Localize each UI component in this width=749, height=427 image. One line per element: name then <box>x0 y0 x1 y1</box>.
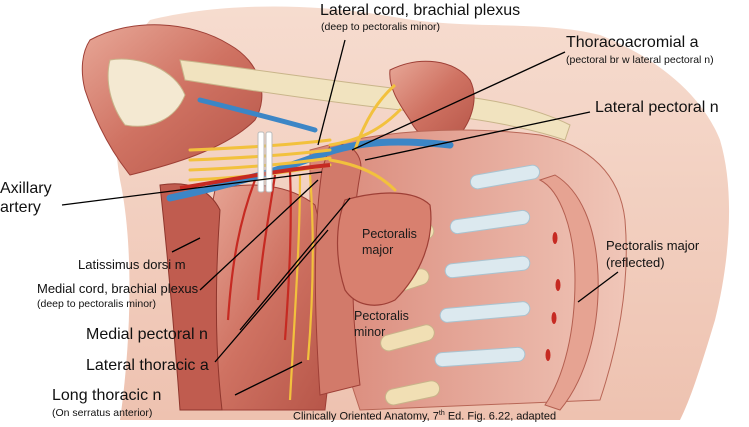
label-pec-minor-2: minor <box>354 325 386 339</box>
leader-thoracoacromial <box>351 51 566 151</box>
leader-latissimus <box>171 237 201 253</box>
retractor <box>257 131 273 193</box>
leader-lateral-pectoral <box>364 111 591 161</box>
label-long-thoracic-sub: (On serratus anterior) <box>52 407 153 419</box>
label-pec-major-2: major <box>362 243 394 257</box>
leader-pec-major-reflected <box>577 271 619 303</box>
label-medial-cord: Medial cord, brachial plexus <box>37 281 199 296</box>
axillary-artery-vessel <box>179 163 331 190</box>
leader-long-thoracic <box>234 361 303 396</box>
label-pec-minor-1: Pectoralis <box>354 309 409 323</box>
leader-lateral-thoracic <box>214 229 329 363</box>
label-axillary-2: artery <box>0 199 41 216</box>
label-lateral-cord: Lateral cord, brachial plexus <box>320 2 521 19</box>
label-pec-major-reflected-2: (reflected) <box>606 255 665 270</box>
lateral-thoracic-branches <box>226 171 292 341</box>
label-lateral-thoracic-a: Lateral thoracic a <box>86 357 209 374</box>
label-axillary-1: Axillary <box>0 180 52 197</box>
label-medial-cord-sub: (deep to pectoralis minor) <box>37 298 157 310</box>
leader-medial-pectoral <box>239 197 351 331</box>
caption-pre: Clinically Oriented Anatomy, 7 <box>293 410 439 423</box>
label-lateral-pectoral-n: Lateral pectoral n <box>595 99 719 116</box>
reflected-vessel-dots <box>545 232 561 361</box>
axillary-vein <box>166 138 454 202</box>
latissimus-dorsi <box>159 183 223 411</box>
leader-lateral-cord <box>317 39 346 146</box>
leader-axillary <box>61 171 323 206</box>
thoracoacromial-branch <box>353 83 396 151</box>
costal-cartilages <box>434 164 541 368</box>
label-latissimus-dorsi: Latissimus dorsi m <box>78 257 186 272</box>
cephalic-vein <box>197 97 318 133</box>
pectoralis-major-reflected <box>538 174 599 411</box>
label-long-thoracic-n: Long thoracic n <box>52 387 162 404</box>
leader-medial-cord <box>199 179 319 291</box>
figure-caption: Clinically Oriented Anatomy, 7th Ed. Fig… <box>293 410 556 423</box>
label-lateral-cord-sub: (deep to pectoralis minor) <box>321 21 441 33</box>
caption-sup: th <box>438 410 445 417</box>
humerus-head <box>107 58 186 127</box>
caption-post: Ed. Fig. 6.22, adapted <box>444 410 557 423</box>
label-pec-major-reflected-1: Pectoralis major <box>606 238 700 253</box>
label-thoracoacromial: Thoracoacromial a <box>566 34 699 51</box>
label-pec-major-1: Pectoralis <box>362 227 417 241</box>
pectoralis-major-cut <box>336 192 432 306</box>
clavicle <box>179 59 571 141</box>
label-thoracoacromial-sub: (pectoral br w lateral pectoral n) <box>566 54 714 66</box>
leader-lines <box>61 39 619 396</box>
label-medial-pectoral-n: Medial pectoral n <box>86 326 208 343</box>
